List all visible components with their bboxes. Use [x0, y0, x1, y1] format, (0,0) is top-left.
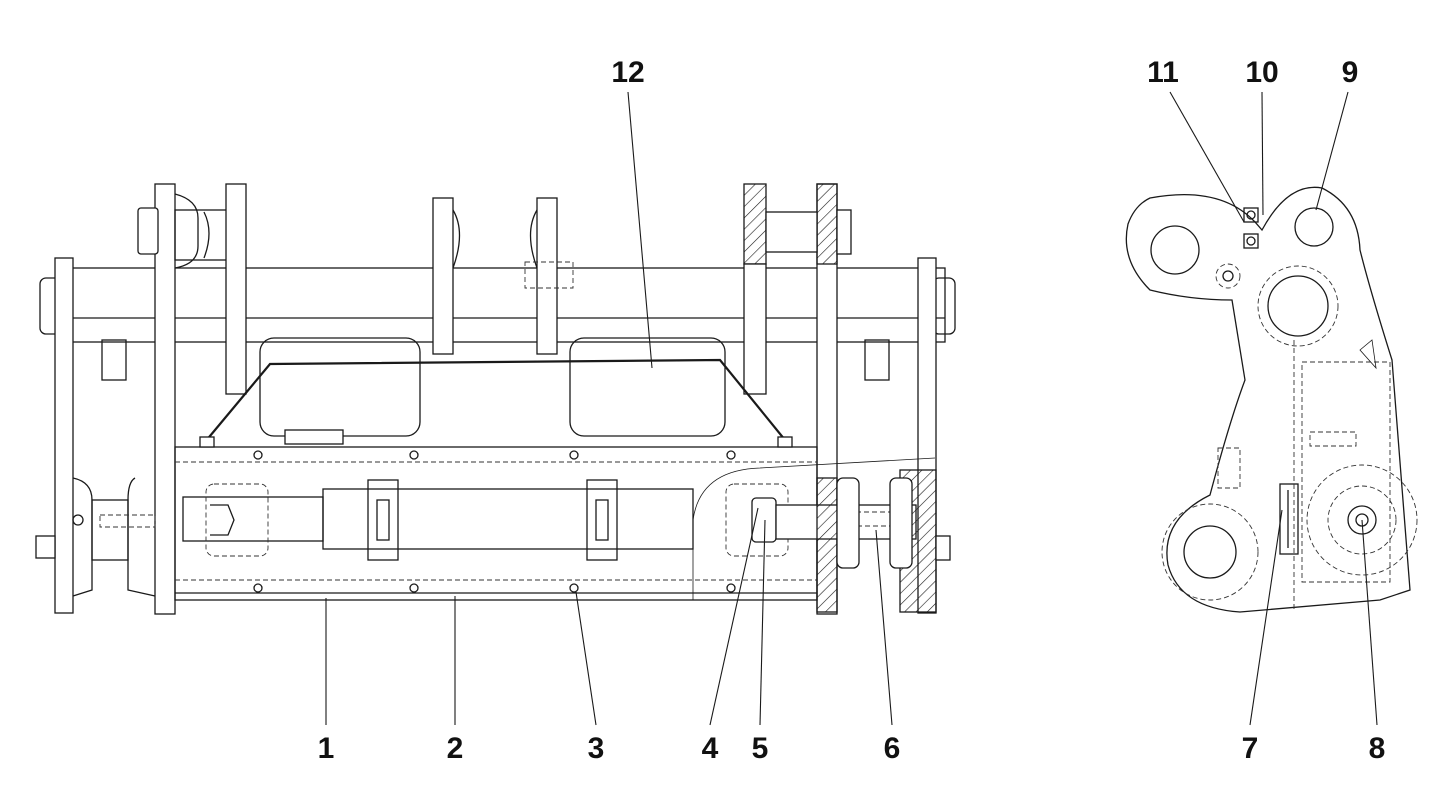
left-side-plate: [154, 183, 176, 615]
upper-beam: [59, 267, 946, 343]
bracket-outline: [1125, 186, 1411, 613]
callout-5: 5: [752, 732, 769, 765]
front-view: [35, 183, 956, 615]
bolt-row: [253, 450, 736, 593]
callouts: 1 2 3 4 5 6 7 8 9 10 11 12: [318, 56, 1386, 765]
callout-2: 2: [447, 732, 464, 765]
left-end-plate: [54, 257, 74, 614]
callout-3: 3: [588, 732, 605, 765]
bolt-7: [1279, 483, 1299, 555]
lower-housing: [174, 446, 818, 601]
callout-4: 4: [702, 732, 719, 765]
callout-9: 9: [1342, 56, 1359, 89]
callout-12: 12: [611, 56, 644, 89]
callout-1: 1: [318, 732, 335, 765]
link-bar: [204, 358, 786, 443]
callout-11: 11: [1147, 56, 1179, 89]
side-view: [1125, 186, 1418, 613]
callout-10: 10: [1245, 56, 1278, 89]
leader-lines: [325, 91, 1378, 726]
callout-8: 8: [1369, 732, 1386, 765]
callout-7: 7: [1242, 732, 1259, 765]
callout-6: 6: [884, 732, 901, 765]
nut-8: [1347, 505, 1377, 535]
pin-9: [1294, 207, 1334, 247]
main-pin-bore: [1267, 275, 1329, 337]
